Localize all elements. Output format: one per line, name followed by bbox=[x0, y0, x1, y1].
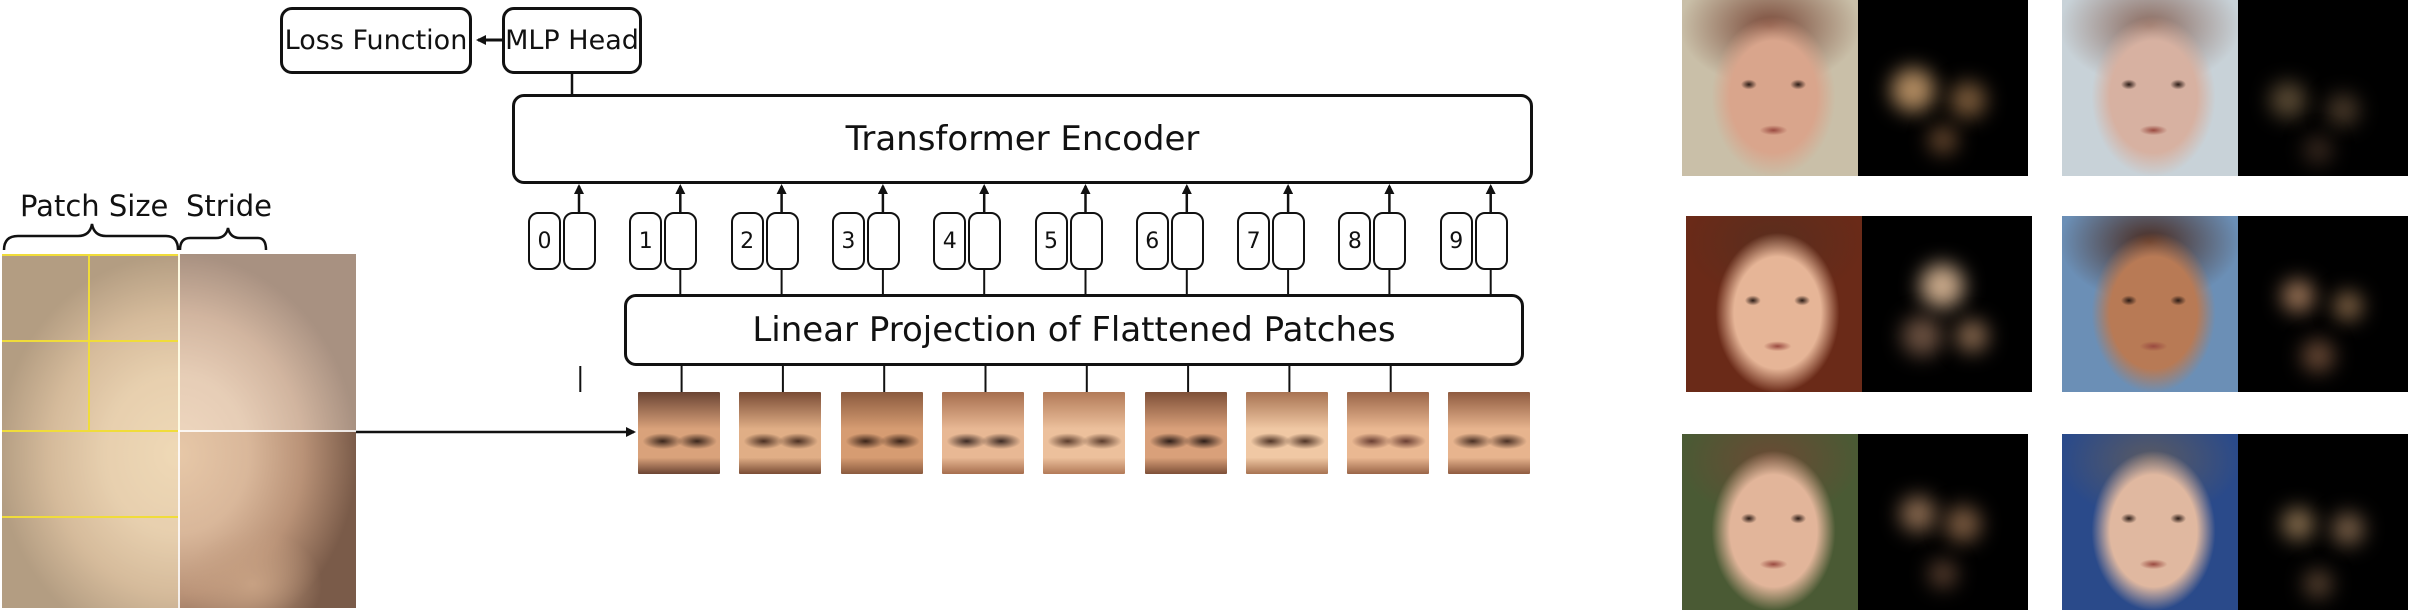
token-position-8: 8 bbox=[1338, 212, 1372, 270]
example-4-attention-map bbox=[2238, 216, 2408, 392]
example-2-face-image bbox=[2062, 0, 2238, 176]
token-embedding-2 bbox=[765, 212, 799, 270]
example-6-attention-map bbox=[2238, 434, 2408, 610]
token-position-5: 5 bbox=[1034, 212, 1068, 270]
grid-line bbox=[178, 430, 356, 432]
transformer-encoder-label: Transformer Encoder bbox=[845, 119, 1200, 159]
example-1-face-image bbox=[1682, 0, 1858, 176]
example-6-face-image bbox=[2062, 434, 2238, 610]
patch-3 bbox=[840, 392, 923, 474]
token-position-6: 6 bbox=[1135, 212, 1169, 270]
mlp-head-label: MLP Head bbox=[505, 25, 639, 56]
grid-line bbox=[178, 430, 180, 608]
patch-9 bbox=[1448, 392, 1531, 474]
attention-highlight bbox=[1945, 506, 1981, 542]
patch-1 bbox=[638, 392, 720, 474]
loss-function-box: Loss Function bbox=[280, 7, 472, 74]
example-1-attention-map bbox=[1858, 0, 2028, 176]
token-connectors bbox=[574, 184, 1496, 392]
attention-highlight bbox=[1900, 496, 1936, 532]
patch-6 bbox=[1144, 392, 1227, 474]
patch-size-label: Patch Size bbox=[20, 189, 169, 223]
token-position-0: 0 bbox=[528, 212, 561, 270]
token-position-7: 7 bbox=[1237, 212, 1271, 270]
attention-highlight bbox=[2302, 340, 2334, 372]
token-embedding-1 bbox=[664, 212, 698, 270]
grid-overlay-right bbox=[178, 254, 356, 430]
grid-line bbox=[88, 254, 178, 256]
grid-line bbox=[2, 516, 178, 518]
attention-highlight bbox=[1891, 68, 1935, 112]
patch-5 bbox=[1043, 392, 1126, 474]
attention-highlight bbox=[1950, 82, 1986, 118]
token-embedding-5 bbox=[1069, 212, 1103, 270]
token-embedding-0 bbox=[563, 212, 596, 270]
token-position-3: 3 bbox=[831, 212, 865, 270]
attention-highlight bbox=[1920, 264, 1964, 308]
example-5-face-image bbox=[1682, 434, 1858, 610]
token-position-2: 2 bbox=[730, 212, 764, 270]
attention-highlight bbox=[1902, 316, 1942, 356]
loss-function-label: Loss Function bbox=[284, 25, 468, 56]
input-face-image bbox=[2, 254, 356, 608]
attention-highlight bbox=[2327, 94, 2359, 126]
token-position-1: 1 bbox=[629, 212, 663, 270]
transformer-encoder-box: Transformer Encoder bbox=[512, 94, 1533, 184]
patch-7 bbox=[1245, 392, 1328, 474]
attention-highlight bbox=[2304, 136, 2332, 164]
example-3-attention-map bbox=[1862, 216, 2032, 392]
token-embedding-9 bbox=[1474, 212, 1508, 270]
token-position-9: 9 bbox=[1439, 212, 1473, 270]
attention-highlight bbox=[2282, 280, 2314, 312]
attention-highlight bbox=[2332, 513, 2364, 545]
token-embedding-6 bbox=[1170, 212, 1204, 270]
attention-highlight bbox=[1956, 320, 1988, 352]
attention-highlight bbox=[1929, 126, 1957, 154]
attention-highlight bbox=[1929, 560, 1957, 588]
attention-highlight bbox=[2282, 508, 2314, 540]
token-embedding-4 bbox=[968, 212, 1002, 270]
token-embedding-3 bbox=[866, 212, 900, 270]
patch-8 bbox=[1347, 392, 1430, 474]
stride-label: Stride bbox=[186, 189, 273, 223]
stride-brace bbox=[178, 227, 268, 251]
grid-line bbox=[88, 254, 90, 430]
attention-highlight bbox=[2304, 570, 2332, 598]
grid-line bbox=[178, 254, 180, 430]
token-position-4: 4 bbox=[933, 212, 967, 270]
linear-projection-box: Linear Projection of Flattened Patches bbox=[624, 294, 1524, 366]
grid-line bbox=[2, 430, 178, 432]
token-embedding-8 bbox=[1373, 212, 1407, 270]
linear-projection-label: Linear Projection of Flattened Patches bbox=[752, 310, 1396, 350]
token-embedding-7 bbox=[1272, 212, 1306, 270]
mlp-head-box: MLP Head bbox=[502, 7, 642, 74]
example-4-face-image bbox=[2062, 216, 2238, 392]
patch-4 bbox=[941, 392, 1024, 474]
patch-size-brace bbox=[2, 223, 180, 251]
attention-highlight bbox=[2334, 292, 2362, 320]
example-3-face-image bbox=[1686, 216, 1862, 392]
grid-line bbox=[2, 340, 178, 342]
attention-highlight bbox=[2270, 82, 2306, 118]
example-2-attention-map bbox=[2238, 0, 2408, 176]
example-5-attention-map bbox=[1858, 434, 2028, 610]
patch-2 bbox=[739, 392, 822, 474]
